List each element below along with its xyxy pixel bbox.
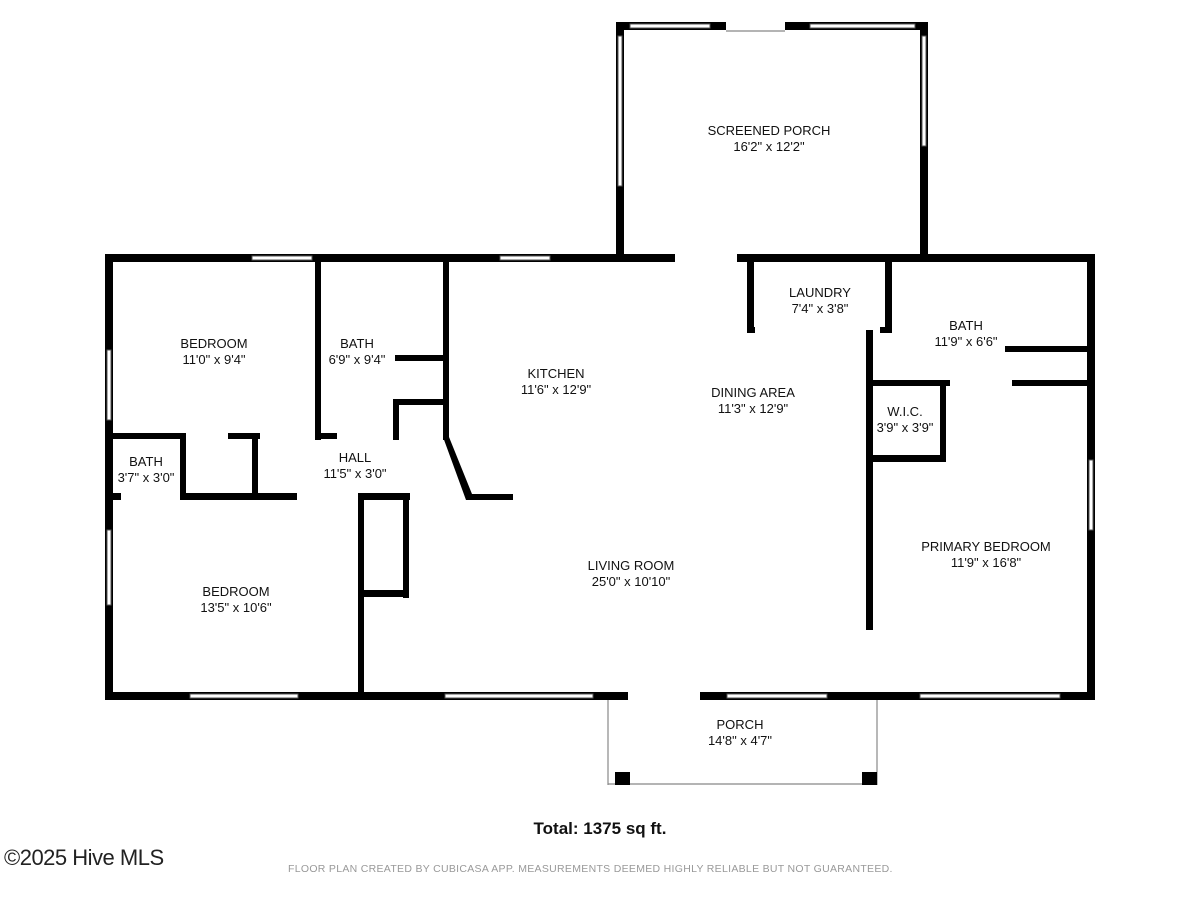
room-dims: 11'6" x 12'9" — [521, 382, 592, 397]
room-name: DINING AREA — [711, 385, 795, 400]
room-name: PORCH — [717, 717, 764, 732]
total-area: Total: 1375 sq ft. — [533, 819, 667, 838]
room-dims: 6'9" x 9'4" — [329, 352, 386, 367]
room-dims: 14'8" x 4'7" — [708, 733, 772, 748]
room-dims: 25'0" x 10'10" — [592, 574, 671, 589]
room-name: BATH — [949, 318, 983, 333]
room-name: HALL — [339, 450, 372, 465]
room-dims: 16'2" x 12'2" — [733, 139, 805, 154]
room-name: BEDROOM — [202, 584, 269, 599]
room-dims: 11'0" x 9'4" — [182, 352, 245, 367]
room-name: SCREENED PORCH — [708, 123, 831, 138]
room-labels: SCREENED PORCH 16'2" x 12'2" BEDROOM 11'… — [118, 123, 1051, 748]
room-dims: 13'5" x 10'6" — [200, 600, 272, 615]
room-name: BEDROOM — [180, 336, 247, 351]
disclaimer: FLOOR PLAN CREATED BY CUBICASA APP. MEAS… — [288, 863, 893, 875]
room-name: PRIMARY BEDROOM — [921, 539, 1051, 554]
room-dims: 11'9" x 16'8" — [951, 555, 1022, 570]
room-dims: 11'5" x 3'0" — [323, 466, 386, 481]
room-name: LIVING ROOM — [588, 558, 675, 573]
room-dims: 3'9" x 3'9" — [877, 420, 934, 435]
room-name: W.I.C. — [887, 404, 922, 419]
room-name: KITCHEN — [527, 366, 584, 381]
room-dims: 3'7" x 3'0" — [118, 470, 175, 485]
room-name: BATH — [340, 336, 374, 351]
room-name: LAUNDRY — [789, 285, 851, 300]
walls — [105, 22, 1095, 785]
room-dims: 7'4" x 3'8" — [792, 301, 849, 316]
copyright-watermark: ©2025 Hive MLS — [4, 845, 164, 870]
room-dims: 11'9" x 6'6" — [934, 334, 997, 349]
room-name: BATH — [129, 454, 163, 469]
room-dims: 11'3" x 12'9" — [718, 401, 789, 416]
